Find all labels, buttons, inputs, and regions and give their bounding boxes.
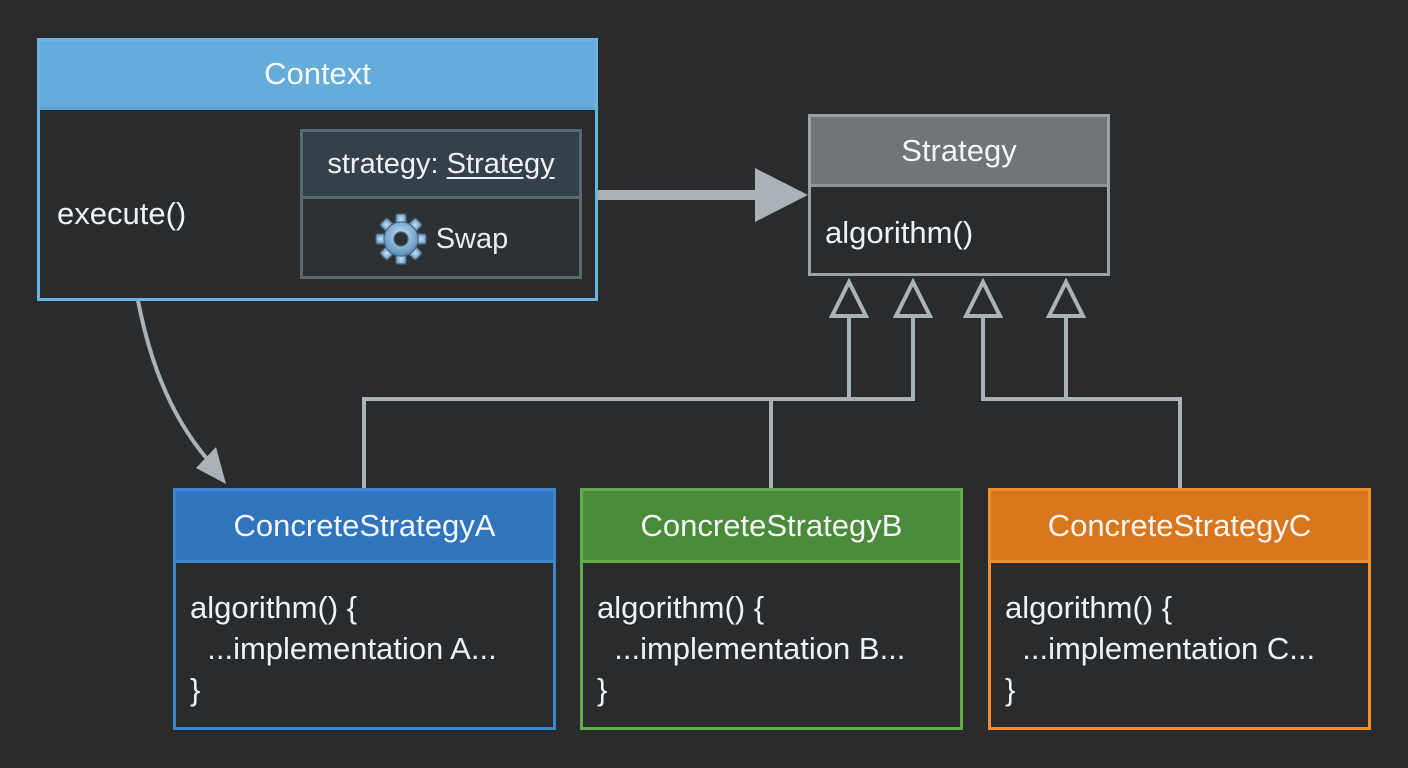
- context-to-strategy-arrowhead: [755, 168, 808, 222]
- inheritance-tree: [362, 316, 1182, 488]
- execute-method: execute(): [57, 196, 187, 231]
- concrete-strategy-c-title: ConcreteStrategyC: [991, 491, 1368, 563]
- code-line: ...implementation C...: [1005, 631, 1316, 666]
- concrete-strategy-b-code: algorithm() { ...implementation B...}: [583, 563, 960, 710]
- inherit-triangle-4: [1045, 277, 1087, 318]
- code-line: algorithm() {: [190, 590, 358, 625]
- concrete-strategy-b-box[interactable]: ConcreteStrategyB algorithm() { ...imple…: [580, 488, 963, 730]
- swap-label: Swap: [435, 222, 509, 255]
- strategy-field-box: strategy: Strategy Swa: [300, 129, 582, 279]
- code-line: }: [597, 672, 608, 707]
- concrete-strategy-a-title: ConcreteStrategyA: [176, 491, 553, 563]
- concrete-strategy-a-box[interactable]: ConcreteStrategyA algorithm() { ...imple…: [173, 488, 556, 730]
- code-line: }: [1005, 672, 1016, 707]
- code-line: }: [190, 672, 201, 707]
- execute-to-concrete-a-arrowhead: [196, 447, 226, 484]
- inherit-triangle-2: [892, 277, 934, 318]
- inherit-triangle-1: [828, 277, 870, 318]
- concrete-strategy-a-code: algorithm() { ...implementation A...}: [176, 563, 553, 710]
- context-class-title: Context: [40, 41, 595, 110]
- inherit-triangle-3: [962, 277, 1004, 318]
- code-line: ...implementation A...: [190, 631, 497, 666]
- code-line: algorithm() {: [1005, 590, 1173, 625]
- code-line: algorithm() {: [597, 590, 765, 625]
- concrete-strategy-b-title: ConcreteStrategyB: [583, 491, 960, 563]
- strategy-field-prefix: strategy:: [327, 147, 447, 180]
- code-line: ...implementation B...: [597, 631, 906, 666]
- concrete-strategy-c-code: algorithm() { ...implementation C...}: [991, 563, 1368, 710]
- strategy-field-label: strategy: Strategy: [303, 132, 579, 199]
- swap-action[interactable]: Swap: [303, 199, 579, 279]
- strategy-interface-title: Strategy: [811, 117, 1107, 187]
- strategy-field-type: Strategy: [446, 147, 555, 180]
- inheritance-triangles: [828, 277, 1087, 318]
- gear-icon: [375, 213, 427, 265]
- concrete-strategy-c-box[interactable]: ConcreteStrategyC algorithm() { ...imple…: [988, 488, 1371, 730]
- strategy-interface-method: algorithm(): [825, 215, 974, 250]
- strategy-interface-box[interactable]: Strategy algorithm(): [808, 114, 1110, 276]
